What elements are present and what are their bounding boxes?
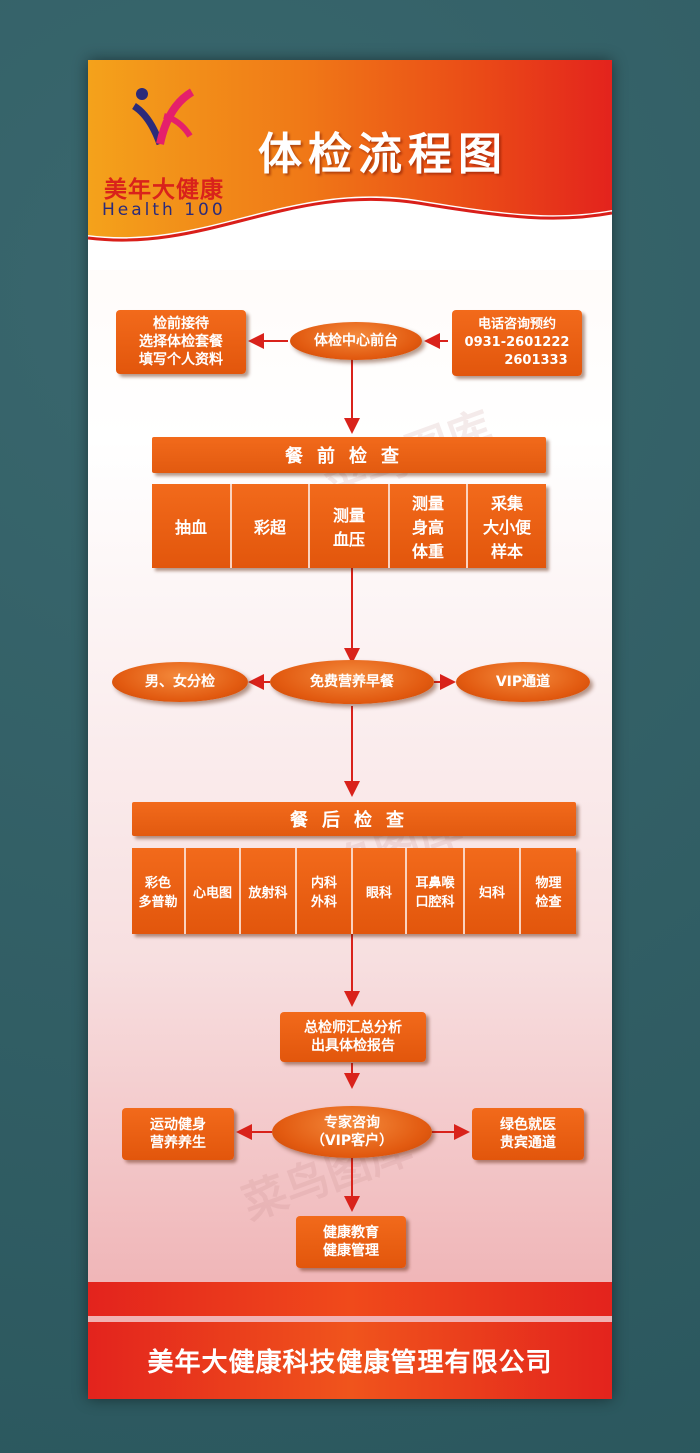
poster-banner: 美年大健康 Health 100 体检流程图 菜鸟图库 菜鸟图库 菜鸟图库: [88, 60, 612, 1399]
vip-channel-node: VIP通道: [456, 662, 590, 702]
footer-decor-strip: [88, 1282, 612, 1316]
vip-channel-label: VIP通道: [495, 674, 551, 690]
phone-line-1: 0931- 2601222: [465, 334, 570, 352]
pre-meal-item-text: 大小便: [482, 518, 531, 537]
post-meal-item-text: 耳鼻喉: [415, 876, 455, 891]
post-meal-item: 彩色 多普勒: [132, 848, 186, 934]
phone-number-1: 2601222: [506, 335, 570, 350]
post-meal-item-text: 眼科: [365, 885, 392, 901]
post-meal-item: 内科 外科: [297, 848, 353, 934]
report-line-1: 总检师汇总分析: [304, 1020, 402, 1036]
expert-consult-line-2: （VIP客户）: [310, 1133, 394, 1149]
logo-icon: [132, 88, 195, 146]
flow-arrows: [236, 333, 470, 1212]
post-meal-item-text: 心电图: [192, 885, 232, 901]
post-meal-item-text: 妇科: [478, 885, 505, 901]
header-wave: [88, 196, 612, 270]
post-meal-item-text: 内科: [310, 876, 337, 891]
pre-meal-item-text: 彩超: [253, 518, 286, 537]
pre-check-line-3: 填写个人资料: [139, 352, 223, 368]
gender-check-label: 男、女分检: [145, 674, 215, 690]
education-line-1: 健康教育: [323, 1225, 379, 1241]
pre-meal-items: 抽血 彩超 测量 血压 测量 身高 体重 采集 大小便 样本: [152, 484, 546, 568]
pre-meal-item-text: 测量: [332, 506, 365, 525]
pre-meal-item: 测量 血压: [310, 484, 390, 568]
pre-meal-item-text: 体重: [411, 542, 444, 561]
education-line-2: 健康管理: [323, 1243, 379, 1259]
report-box: 总检师汇总分析 出具体检报告: [280, 1012, 426, 1062]
post-meal-item-text: 放射科: [248, 885, 288, 901]
post-meal-item: 物理 检查: [521, 848, 576, 934]
pre-meal-item: 彩超: [232, 484, 310, 568]
pre-meal-item: 抽血: [152, 484, 232, 568]
pre-meal-item-text: 采集: [490, 494, 523, 513]
post-meal-item-text: 物理: [535, 876, 562, 891]
post-meal-item-text: 检查: [535, 895, 562, 910]
pre-meal-item-text: 身高: [411, 518, 444, 537]
pre-meal-item: 测量 身高 体重: [390, 484, 468, 568]
pre-meal-item-text: 样本: [490, 542, 523, 561]
post-meal-item-text: 口腔科: [415, 895, 455, 910]
breakfast-node: 免费营养早餐: [270, 660, 434, 704]
pre-meal-item: 采集 大小便 样本: [468, 484, 546, 568]
fitness-line-2: 营养养生: [150, 1135, 206, 1151]
post-meal-title-bar: 餐后检查: [132, 802, 576, 836]
gender-check-node: 男、女分检: [112, 662, 248, 702]
post-meal-item: 心电图: [186, 848, 241, 934]
phone-booking-title: 电话咨询预约: [477, 317, 556, 332]
breakfast-label: 免费营养早餐: [310, 674, 394, 690]
green-channel-line-1: 绿色就医: [500, 1117, 556, 1133]
footer: 美年大健康科技健康管理有限公司: [88, 1322, 612, 1399]
page-title: 体检流程图: [258, 129, 508, 180]
pre-meal-item-text: 血压: [332, 530, 365, 549]
pre-meal-item-text: 测量: [411, 494, 444, 513]
green-channel-box: 绿色就医 贵宾通道: [472, 1108, 584, 1160]
pre-check-line-1: 检前接待: [153, 316, 209, 332]
post-meal-item-text: 彩色: [144, 876, 171, 891]
pre-meal-title-bar: 餐前检查: [152, 437, 546, 473]
fitness-line-1: 运动健身: [150, 1117, 206, 1133]
post-meal-item: 眼科: [353, 848, 407, 934]
fitness-box: 运动健身 营养养生: [122, 1108, 234, 1160]
brand-name: 美年大健康: [104, 177, 224, 203]
green-channel-line-2: 贵宾通道: [500, 1135, 556, 1151]
expert-consult-line-1: 专家咨询: [324, 1115, 380, 1131]
expert-consult-node: 专家咨询 （VIP客户）: [272, 1106, 432, 1158]
post-meal-item-text: 多普勒: [138, 895, 178, 910]
header: 美年大健康 Health 100 体检流程图: [88, 60, 612, 270]
phone-number-2: 2601333: [504, 353, 568, 368]
post-meal-items: 彩色 多普勒 心电图 放射科 内科 外科 眼科 耳鼻喉 口腔科 妇科 物理 检查: [132, 848, 576, 934]
report-line-2: 出具体检报告: [311, 1038, 395, 1054]
pre-check-box: 检前接待 选择体检套餐 填写个人资料: [116, 310, 246, 374]
post-meal-item-text: 外科: [310, 895, 337, 910]
phone-prefix: 0931-: [464, 335, 507, 350]
pre-check-line-2: 选择体检套餐: [139, 334, 223, 350]
reception-desk-node: 体检中心前台: [290, 322, 422, 360]
post-meal-title: 餐后检查: [290, 810, 418, 831]
reception-desk-label: 体检中心前台: [314, 333, 398, 349]
education-box: 健康教育 健康管理: [296, 1216, 406, 1268]
pre-meal-title: 餐前检查: [285, 446, 413, 467]
pre-meal-item-text: 抽血: [174, 518, 207, 537]
brand-english: Health 100: [102, 200, 226, 220]
company-name: 美年大健康科技健康管理有限公司: [147, 1348, 553, 1378]
phone-booking-box: 电话咨询预约 0931- 2601222 2601333: [452, 310, 582, 376]
post-meal-item: 放射科: [241, 848, 297, 934]
post-meal-item: 耳鼻喉 口腔科: [407, 848, 465, 934]
post-meal-item: 妇科: [465, 848, 521, 934]
